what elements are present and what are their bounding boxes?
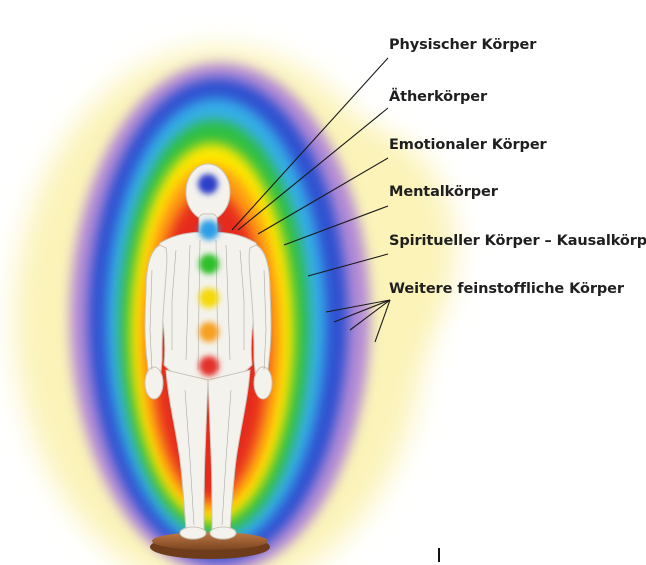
label-spiritual-body: Spiritueller Körper – Kausalkörper <box>389 233 646 249</box>
chakra-crown <box>198 174 218 194</box>
label-mental-body: Mentalkörper <box>389 184 498 200</box>
label-emotional-body: Emotionaler Körper <box>389 137 547 153</box>
label-subtle-bodies: Weitere feinstoffliche Körper <box>389 281 624 297</box>
figure-base <box>150 532 270 559</box>
chakra-throat <box>199 220 219 240</box>
chakra-heart <box>199 254 219 274</box>
chakra-root <box>199 356 219 376</box>
text-cursor-mark <box>438 548 440 562</box>
chakra-sacral <box>199 322 219 342</box>
label-physical-body: Physischer Körper <box>389 37 536 53</box>
label-etheric-body: Ätherkörper <box>389 89 487 105</box>
chakra-solar-plexus <box>199 288 219 308</box>
